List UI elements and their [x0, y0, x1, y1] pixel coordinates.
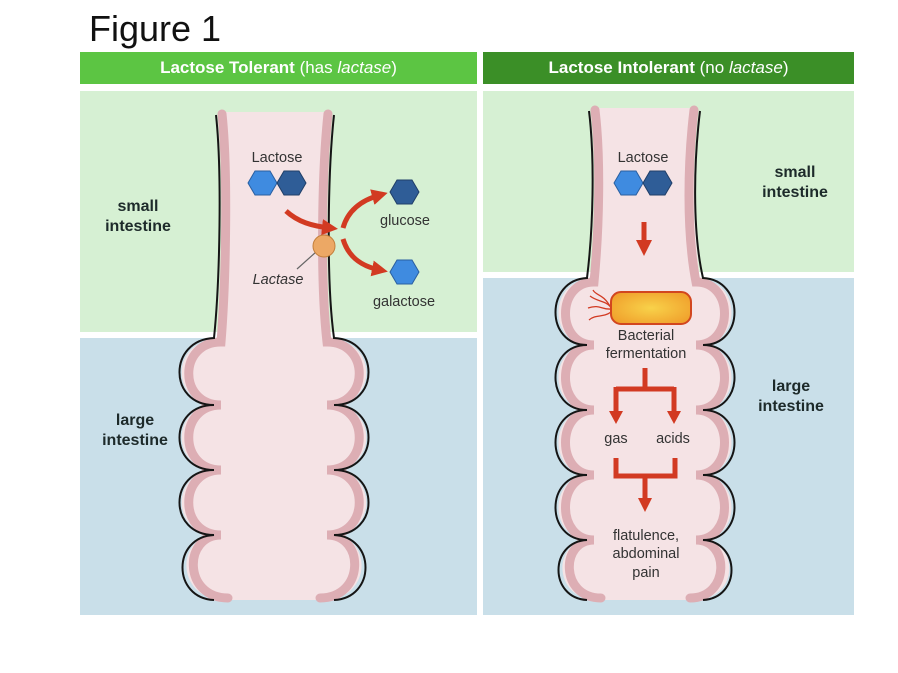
intolerant-header: Lactose Intolerant (no lactase )	[483, 52, 854, 84]
intolerant-header-enzyme: lactase	[728, 58, 783, 77]
tolerant-header-open: (has	[294, 58, 338, 77]
outline-right	[327, 114, 370, 601]
tolerant-header: Lactose Tolerant (has lactase )	[80, 52, 477, 84]
acids-label: acids	[656, 431, 690, 447]
arrowhead-symptoms	[638, 498, 652, 512]
bacteria-label-line1: Bacterial	[618, 328, 674, 344]
label-line: intestine	[105, 218, 171, 235]
glucose-product-hexagon	[389, 179, 420, 205]
tolerant-header-close: )	[391, 58, 397, 77]
glucose-hexagon	[642, 170, 673, 196]
outcome-label-line1: flatulence,	[613, 528, 679, 544]
intolerant-header-close: )	[782, 58, 789, 77]
lactose-to-lactase-arrow	[284, 209, 338, 236]
tolerant-intestine-tube	[178, 109, 370, 603]
outline-left	[554, 110, 594, 601]
tolerant-small-intestine-label: small intestine	[88, 197, 188, 237]
intolerant-small-intestine-label: small intestine	[745, 163, 845, 203]
arrowhead-gas	[609, 411, 623, 424]
intolerant-header-open: (no	[694, 58, 729, 77]
intolerant-header-title: Lactose Intolerant	[548, 58, 695, 77]
outline-left	[178, 114, 221, 601]
label-line: intestine	[758, 398, 824, 415]
to-glucose-arrow	[340, 189, 388, 229]
label-line: intestine	[102, 432, 168, 449]
tolerant-header-enzyme: lactase	[337, 58, 392, 77]
gas-label: gas	[604, 431, 627, 447]
wall-left	[561, 105, 606, 603]
bacterium-icon	[587, 289, 692, 325]
tolerant-large-intestine-label: large intestine	[85, 411, 185, 451]
label-line: large	[115, 412, 155, 429]
lactase-enzyme	[312, 234, 336, 258]
label-line: small	[774, 164, 816, 181]
label-line: intestine	[762, 184, 828, 201]
intolerant-large-intestine-label: large intestine	[741, 377, 841, 417]
intolerant-lactose-label: Lactose	[618, 150, 669, 166]
galactose-hexagon	[613, 170, 644, 196]
galactose-label: galactose	[373, 294, 435, 310]
fermentation-split-arrow	[613, 368, 677, 414]
tolerant-header-title: Lactose Tolerant	[160, 58, 295, 77]
intolerant-intestine-tube	[554, 105, 736, 603]
arrowhead-acids	[667, 411, 681, 424]
lactase-pointer-line	[296, 251, 317, 270]
galactose-product-hexagon	[389, 259, 420, 285]
symptoms-merge-arrow	[613, 458, 678, 500]
figure-title: Figure 1	[89, 8, 222, 49]
label-line: large	[771, 378, 811, 395]
outcome-label-line3: pain	[632, 565, 659, 581]
galactose-hexagon	[247, 170, 278, 196]
outline-right	[694, 110, 736, 601]
to-galactose-arrow	[340, 238, 388, 277]
label-line: small	[117, 198, 159, 215]
lactase-label: Lactase	[253, 272, 304, 288]
glucose-label: glucose	[380, 213, 430, 229]
bacteria-label-line2: fermentation	[606, 346, 687, 362]
glucose-hexagon	[276, 170, 307, 196]
outcome-label-line2: abdominal	[613, 546, 680, 562]
tolerant-lactose-label: Lactose	[252, 150, 303, 166]
wall-right	[684, 105, 729, 603]
